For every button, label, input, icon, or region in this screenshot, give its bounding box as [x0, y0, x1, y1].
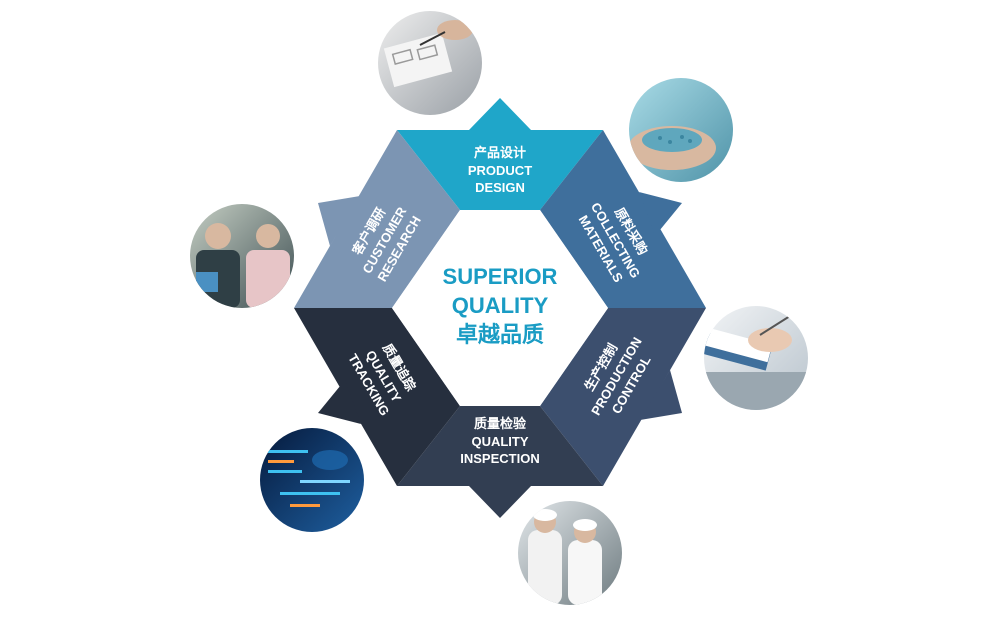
- segment-product-design-arrow: [469, 98, 531, 130]
- segment-quality-inspection: [397, 406, 603, 486]
- segment-customer-research: [294, 130, 460, 308]
- label-en-1: PRODUCT: [468, 163, 532, 178]
- segment-collecting-materials: [540, 130, 706, 308]
- segment-customer-research-arrow: [318, 196, 360, 246]
- plastic-pellets-photo: [628, 77, 734, 183]
- segment-quality-tracking: [294, 308, 460, 486]
- center-title-line-2: QUALITY: [452, 293, 549, 318]
- center-title-line-1: SUPERIOR: [443, 264, 558, 289]
- label-en-2: DESIGN: [475, 180, 525, 195]
- sketching-photo: [377, 10, 483, 116]
- segment-production-control: [540, 308, 706, 486]
- data-screen-photo: [259, 427, 365, 533]
- segment-label-quality-inspection: 质量检验 QUALITY INSPECTION: [460, 416, 539, 466]
- hexagon-ring: [294, 98, 706, 518]
- label-zh: 质量检验: [474, 416, 527, 431]
- label-zh: 产品设计: [474, 145, 526, 160]
- clipboard-writing-photo: [703, 305, 809, 411]
- segment-production-control-arrow: [640, 370, 682, 420]
- label-en-2: INSPECTION: [460, 451, 539, 466]
- segment-label-product-design: 产品设计 PRODUCT DESIGN: [468, 145, 532, 195]
- segment-quality-tracking-arrow: [318, 380, 361, 424]
- label-en-1: QUALITY: [471, 434, 528, 449]
- center-title-line-3: 卓越品质: [456, 323, 544, 348]
- center-title: SUPERIOR QUALITY 卓越品质: [443, 264, 558, 348]
- segment-collecting-materials-arrow: [639, 192, 682, 236]
- center-hexagon: [392, 210, 608, 406]
- customer-meeting-photo: [189, 203, 295, 309]
- lab-workers-photo: [517, 500, 623, 606]
- segment-product-design: [397, 130, 603, 210]
- segment-quality-inspection-arrow: [469, 486, 531, 518]
